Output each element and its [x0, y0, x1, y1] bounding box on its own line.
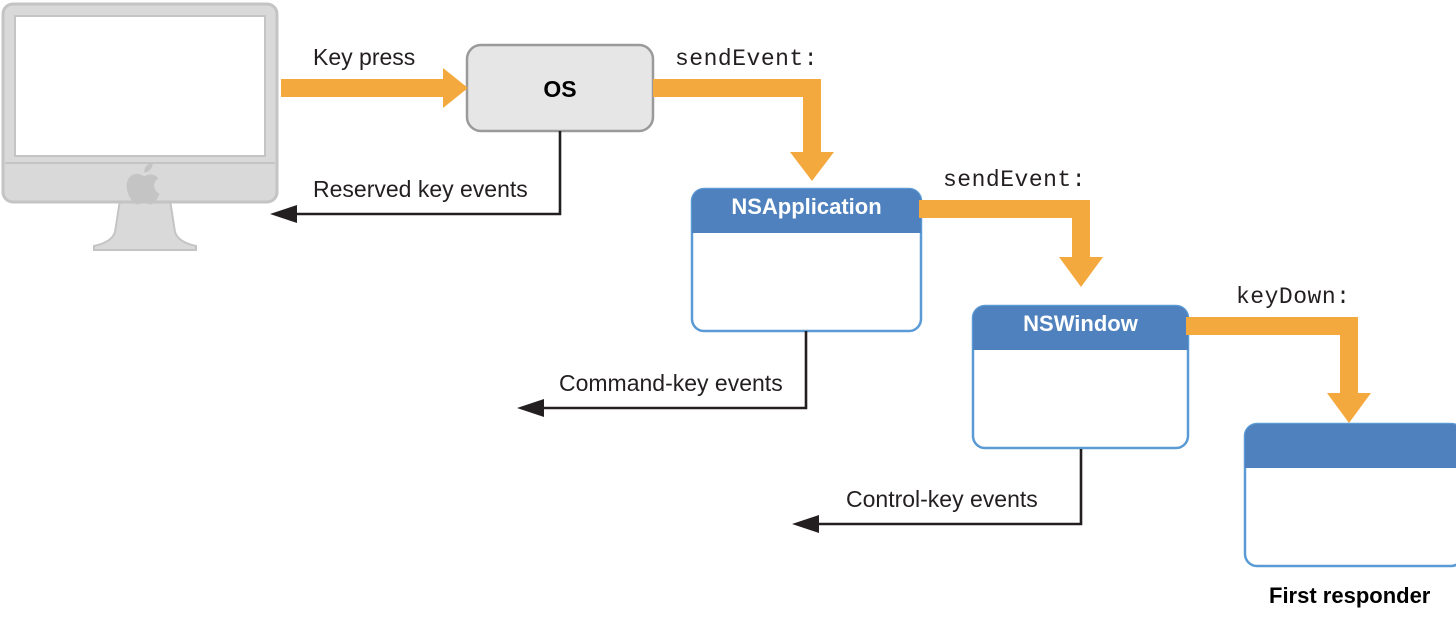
arrow-os-to-nsapplication: [653, 79, 834, 181]
arrow-nsapplication-to-nswindow: [919, 200, 1103, 287]
command-key-events-arrowhead: [517, 399, 544, 417]
label-key-press: Key press: [313, 44, 416, 70]
label-sendevent-os-to-app: sendEvent:: [675, 46, 819, 72]
label-keydown-window-to-responder: keyDown:: [1236, 284, 1351, 310]
nswindow-header: [973, 306, 1188, 344]
monitor-stand: [93, 199, 197, 251]
label-reserved-key-events: Reserved key events: [313, 176, 528, 202]
node-nswindow-label: NSWindow: [1023, 311, 1138, 336]
apple-logo-icon: [126, 162, 160, 205]
arrow-key-press: [281, 68, 468, 108]
node-nsapplication-label: NSApplication: [731, 194, 882, 219]
node-nsapplication[interactable]: [690, 187, 923, 333]
label-sendevent-app-to-window: sendEvent:: [943, 167, 1087, 193]
reserved-key-events-arrowhead: [270, 205, 297, 223]
node-nswindow[interactable]: [971, 304, 1190, 450]
label-control-key-events: Control-key events: [846, 486, 1038, 512]
monitor-screen: [14, 15, 266, 157]
node-first-responder[interactable]: [1243, 422, 1456, 568]
node-os-label: OS: [543, 76, 577, 102]
imac-monitor: [1, 2, 279, 251]
arrow-nswindow-to-first-responder: [1186, 317, 1371, 423]
nsapplication-header: [692, 189, 921, 227]
arrow-control-key-events: [812, 449, 1083, 526]
first-responder-header: [1245, 424, 1456, 462]
arrow-reserved-key-events: [290, 131, 562, 216]
arrow-command-key-events: [537, 331, 808, 410]
label-command-key-events: Command-key events: [559, 370, 783, 396]
control-key-events-arrowhead: [792, 515, 819, 533]
first-responder-caption: First responder: [1269, 583, 1431, 608]
